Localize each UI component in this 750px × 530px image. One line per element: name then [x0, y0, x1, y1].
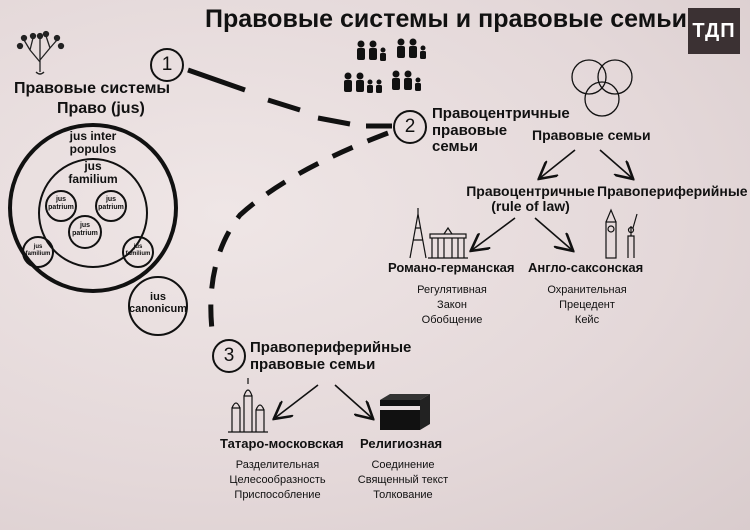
flow-dash-1-2	[187, 67, 392, 129]
familium-ring	[38, 158, 148, 268]
romano-item-3: Обобщение	[421, 314, 483, 326]
patrium-ring-3	[68, 215, 102, 249]
flow-dash-2-3	[208, 130, 389, 331]
arrow-families-right	[599, 149, 632, 178]
venn-icon	[571, 59, 633, 117]
tree-icon	[16, 30, 65, 75]
canonicum-label: ius canonicum	[128, 291, 188, 316]
patrium-ring-2	[95, 190, 127, 222]
big-ben-icon	[605, 208, 617, 259]
legal-families-label: Правовые семьи	[532, 127, 651, 143]
familium-small-ring-2	[122, 236, 154, 268]
tataro-item-1: Разделительная	[235, 459, 320, 471]
page-title: Правовые системы и правовые семьи	[205, 5, 687, 33]
familium-label: jus familium	[68, 159, 118, 187]
canonicum-ring	[128, 276, 188, 336]
kaaba-icon	[380, 394, 430, 430]
families-icon	[344, 38, 426, 93]
patrium-ring-1	[45, 190, 77, 222]
arrow-families-left	[540, 149, 576, 178]
step-2-marker: 2	[393, 110, 427, 144]
legal-systems-heading: Правовые системы	[14, 80, 171, 97]
arrow-peripheral-right	[334, 384, 372, 418]
arrow-ruleoflaw-left	[472, 217, 516, 250]
eiffel-tower-icon	[409, 208, 427, 259]
religious-item-2: Священный текст	[357, 474, 449, 486]
inter-populos-label: jus inter populos	[69, 129, 117, 157]
arrow-peripheral-left	[275, 384, 319, 418]
statue-of-liberty-icon	[627, 213, 638, 258]
tataro-item-2: Целесообразность	[229, 474, 326, 486]
pravocentric-families-heading: Правоцентричные правовые семьи	[432, 105, 570, 155]
outer-ring	[8, 123, 178, 293]
tataro-moscow-label: Татаро-московская	[220, 436, 344, 451]
step-3-marker: 3	[212, 339, 246, 373]
religious-item-3: Толкование	[373, 489, 433, 501]
brandenburg-gate-icon	[428, 226, 468, 259]
romano-item-2: Закон	[437, 299, 467, 311]
tdp-logo: ТДП	[688, 8, 740, 54]
step-1-marker: 1	[150, 48, 184, 82]
romano-germanic-label: Романо-германская	[388, 260, 515, 275]
familium-small-label-2: jus familium	[125, 244, 151, 257]
jus-heading: Право (jus)	[57, 100, 145, 117]
kremlin-icon	[228, 378, 268, 433]
religious-label: Религиозная	[360, 436, 443, 451]
arrow-ruleoflaw-right	[534, 217, 572, 250]
familium-small-ring-1	[22, 236, 54, 268]
patrium-label-1: jus patrium	[48, 196, 74, 211]
patrium-label-3: jus patrium	[72, 222, 98, 237]
pravocentric-rule-of-law-label: Правоцентричные (rule of law)	[466, 183, 595, 215]
pravoperipheral-families-heading: Правопериферийные правовые семьи	[250, 339, 412, 373]
religious-item-1: Соединение	[371, 459, 435, 471]
romano-item-1: Регулятивная	[417, 284, 487, 296]
familium-small-label-1: jus familium	[25, 244, 51, 257]
patrium-label-2: jus patrium	[98, 196, 124, 211]
anglo-saxon-label: Англо-саксонская	[528, 260, 644, 275]
anglo-item-2: Прецедент	[559, 299, 615, 311]
anglo-item-1: Охранительная	[547, 284, 627, 296]
tataro-item-3: Приспособление	[234, 489, 321, 501]
pravoperipheral-label: Правопериферийные	[597, 183, 748, 199]
anglo-item-3: Кейс	[574, 314, 600, 326]
